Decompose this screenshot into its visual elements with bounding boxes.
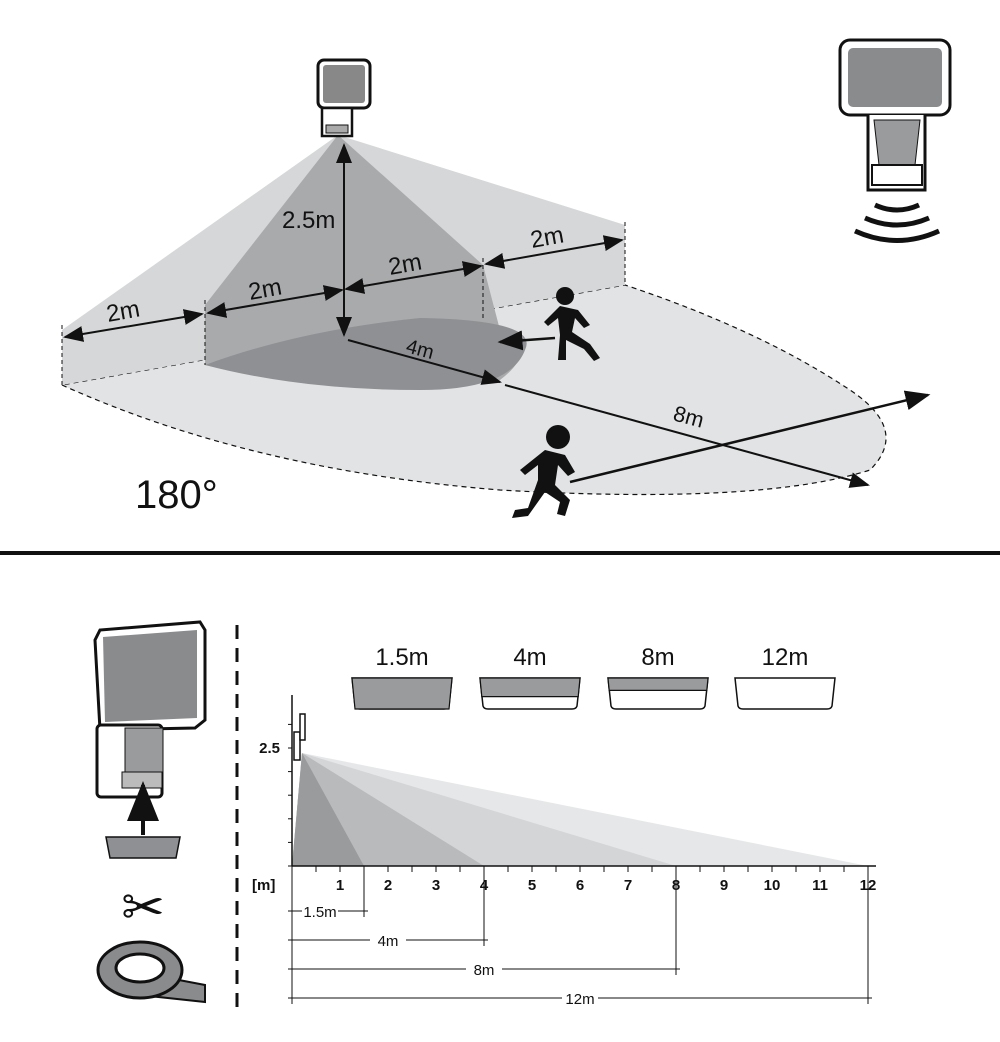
near-zone-floor (205, 318, 527, 390)
x-tick-label: 11 (812, 877, 828, 894)
label-right-2m: 2m (528, 222, 566, 254)
dim-label: 4m (378, 933, 399, 950)
sensor-caps: 1.5m 4m 8m 12m (351, 644, 836, 710)
cap-icon (734, 677, 836, 710)
label-height: 2.5m (282, 207, 335, 234)
x-tick-label: 10 (764, 877, 781, 894)
mounting-accessories: ✂ (93, 620, 207, 1004)
cap-icon (351, 677, 453, 710)
sensor-lamp-icon (838, 38, 952, 243)
x-tick-label: 1 (336, 877, 344, 894)
height-label: 2.5 (259, 740, 280, 757)
unit-label: [m] (252, 877, 275, 894)
dim-label: 8m (474, 962, 495, 979)
scissors-icon: ✂ (121, 879, 165, 937)
cap-label: 4m (513, 644, 546, 671)
x-tick-label: 7 (624, 877, 632, 894)
cap-label: 1.5m (375, 644, 428, 671)
label-mid-left-2m: 2m (246, 274, 284, 306)
dim-label: 12m (565, 991, 594, 1008)
label-angle: 180° (135, 473, 218, 517)
ground-range-ellipse (59, 284, 887, 496)
floodlight-icon (316, 58, 372, 138)
x-tick-label: 9 (720, 877, 728, 894)
x-tick-label: 6 (576, 877, 584, 894)
x-tick-label: 3 (432, 877, 440, 894)
dim-label: 1.5m (303, 904, 336, 921)
cover-cap-icon (105, 836, 181, 859)
detection-zone-perspective: 2m 2m 2m 2m 2.5m 4m 8m 180° (59, 38, 952, 518)
zone-1.5m (292, 753, 364, 866)
cap-icon (607, 677, 709, 710)
running-person-icon (512, 425, 575, 518)
x-tick-label: 5 (528, 877, 536, 894)
x-tick-label: 2 (384, 877, 392, 894)
wall-lamp-side-icon (293, 713, 306, 761)
walking-person-icon (544, 287, 600, 361)
label-left-2m: 2m (104, 296, 142, 328)
cap-icon (479, 677, 581, 710)
label-mid-right-2m: 2m (386, 249, 424, 281)
cap-label: 8m (641, 644, 674, 671)
tape-roll-icon (96, 940, 206, 1004)
lamp-front-icon (93, 620, 207, 799)
cap-label: 12m (762, 644, 809, 671)
